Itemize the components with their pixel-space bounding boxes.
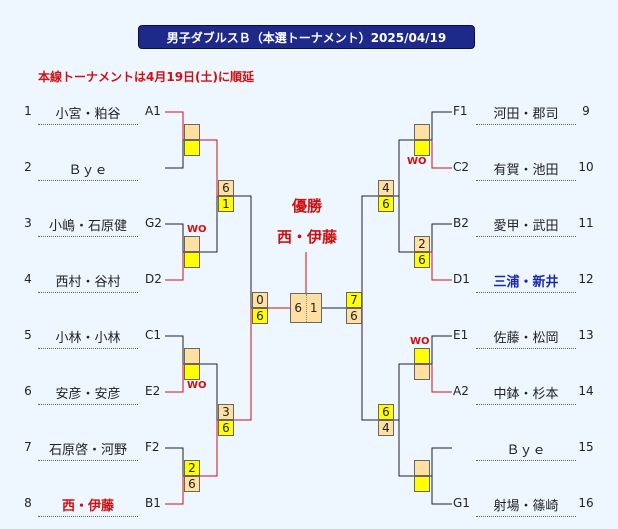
score-box xyxy=(184,252,200,268)
player-number: 11 xyxy=(578,216,594,230)
score-box: 6 xyxy=(184,476,200,492)
score-box: 2 xyxy=(184,460,200,476)
player-number: 15 xyxy=(578,440,594,454)
player-name: 石原啓・河野 xyxy=(48,443,127,458)
postponement-notice: 本線トーナメントは4月19日(土)に順延 xyxy=(38,70,255,84)
player-number: 4 xyxy=(24,272,32,286)
player-number: 9 xyxy=(582,104,590,118)
score-box xyxy=(184,124,200,140)
walkover-label: WO xyxy=(410,336,430,347)
score-box: 4 xyxy=(378,180,394,196)
score-box: 6 xyxy=(378,196,394,212)
player-number: 8 xyxy=(24,496,32,510)
seed-label: E1 xyxy=(453,328,469,342)
player-number: 10 xyxy=(578,160,594,174)
seed-label: G1 xyxy=(453,496,470,510)
seed-label: A2 xyxy=(453,384,469,398)
score-box: 6 xyxy=(346,308,362,324)
walkover-label: WO xyxy=(187,380,207,391)
player-name: 小林・小林 xyxy=(55,331,121,346)
seed-label: D1 xyxy=(453,272,470,286)
player-name: 西村・谷村 xyxy=(55,275,121,290)
player-name: 三浦・新井 xyxy=(493,275,559,290)
score-box xyxy=(414,364,430,380)
player-name: 西・伊藤 xyxy=(61,499,114,514)
score-box: 6 xyxy=(252,308,268,324)
champion-name: 西・伊藤 xyxy=(276,228,337,246)
walkover-label: WO xyxy=(407,156,427,167)
score-box xyxy=(184,348,200,364)
seed-label: F1 xyxy=(453,104,468,118)
player-number: 7 xyxy=(24,440,32,454)
score-box: 6 xyxy=(378,404,394,420)
player-name: 河田・郡司 xyxy=(493,107,559,122)
player-number: 6 xyxy=(24,384,32,398)
score-box xyxy=(414,476,430,492)
score-box xyxy=(414,124,430,140)
player-name: 小宮・粕谷 xyxy=(55,107,121,122)
player-name: 安彦・安彦 xyxy=(55,387,121,402)
score-box: 1 xyxy=(218,196,234,212)
score-box: 6 xyxy=(218,420,234,436)
seed-label: A1 xyxy=(145,104,161,118)
champion-label: 優勝 xyxy=(291,197,322,215)
player-name: Ｂｙｅ xyxy=(68,163,108,178)
score-box xyxy=(184,364,200,380)
player-number: 16 xyxy=(578,496,594,510)
final-score-left: 6 xyxy=(291,294,307,322)
player-number: 14 xyxy=(578,384,594,398)
final-score-box: 6 1 xyxy=(290,293,322,323)
seed-label: C2 xyxy=(453,160,470,174)
player-number: 2 xyxy=(24,160,32,174)
score-box: 2 xyxy=(414,236,430,252)
score-box xyxy=(184,140,200,156)
player-number: 13 xyxy=(578,328,594,342)
player-name: 射場・篠崎 xyxy=(493,499,559,514)
seed-label: C1 xyxy=(145,328,162,342)
seed-label: D2 xyxy=(145,272,162,286)
score-box: 7 xyxy=(346,292,362,308)
seed-label: B1 xyxy=(145,496,161,510)
player-name: 中鉢・杉本 xyxy=(493,387,559,402)
final-score-right: 1 xyxy=(309,301,318,315)
score-box: 0 xyxy=(252,292,268,308)
score-box: 6 xyxy=(414,252,430,268)
score-box xyxy=(414,460,430,476)
score-box: 6 xyxy=(218,180,234,196)
player-name: 佐藤・松岡 xyxy=(493,331,559,346)
player-number: 3 xyxy=(24,216,32,230)
player-name: 小嶋・石原健 xyxy=(48,219,127,234)
player-name: 有賀・池田 xyxy=(493,163,559,178)
player-number: 1 xyxy=(24,104,32,118)
seed-label: B2 xyxy=(453,216,469,230)
player-number: 5 xyxy=(24,328,32,342)
player-name: 愛甲・武田 xyxy=(493,219,559,234)
seed-label: G2 xyxy=(145,216,162,230)
score-box xyxy=(414,140,430,156)
score-box xyxy=(414,348,430,364)
walkover-label: WO xyxy=(187,224,207,235)
score-box: 3 xyxy=(218,404,234,420)
score-box: 4 xyxy=(378,420,394,436)
seed-label: F2 xyxy=(145,440,160,454)
seed-label: E2 xyxy=(145,384,161,398)
page-title: 男子ダブルスＢ（本選トーナメント）2025/04/19 xyxy=(138,25,475,49)
player-name: Ｂｙｅ xyxy=(506,443,546,458)
score-box xyxy=(184,236,200,252)
player-number: 12 xyxy=(578,272,594,286)
